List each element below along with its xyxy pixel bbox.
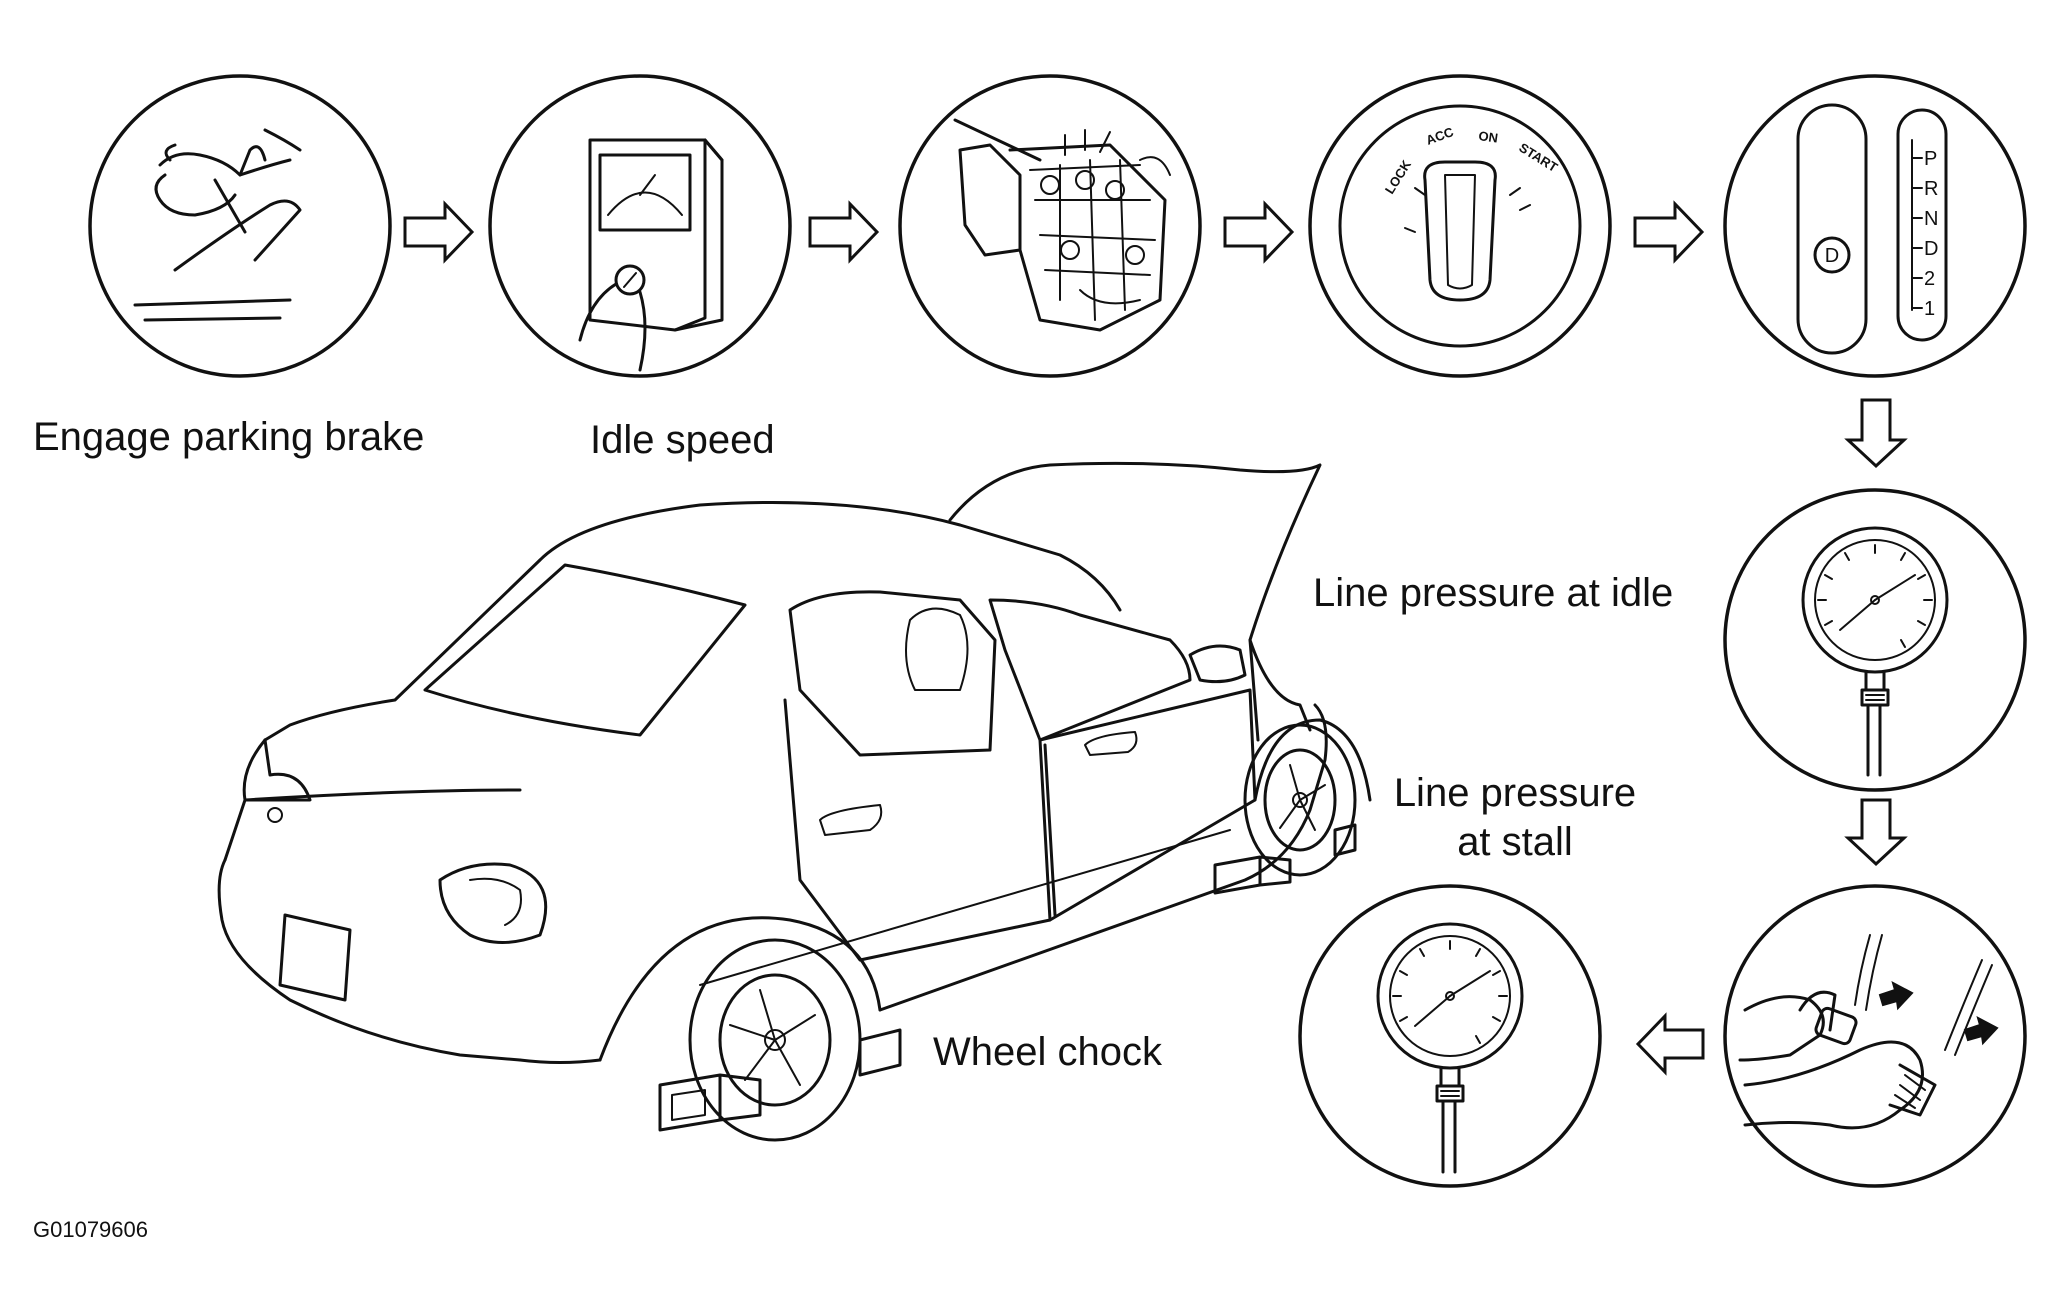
tachometer-icon (578, 138, 724, 372)
gear-position-d: D (1924, 238, 1938, 260)
label-line-pressure-stall-1: Line pressure (1394, 771, 1636, 815)
transmission-valve-body-icon (953, 118, 1171, 332)
foot-on-pedals-icon (1738, 934, 1999, 1130)
stall-pressure-circle (1298, 884, 1602, 1188)
label-idle-speed: Idle speed (590, 418, 775, 462)
rear-wheel-arch (598, 916, 882, 1062)
transmission-circle (898, 74, 1202, 378)
selected-gear-letter: D (1825, 245, 1839, 267)
arrow-right-4 (1633, 200, 1705, 264)
rear-door-handle (819, 804, 883, 836)
front-door-handle (1084, 731, 1138, 756)
idle-pressure-step (1723, 488, 2027, 792)
ignition-on-label: ON (1478, 128, 1499, 146)
pedals-circle (1723, 884, 2027, 1188)
headrest (905, 607, 969, 691)
rear-wheel-chock (658, 1073, 762, 1132)
arrow-right-3 (1223, 200, 1295, 264)
idle-pressure-circle (1723, 488, 2027, 792)
gear-selector-step: D P R N D 2 1 (1723, 74, 2027, 378)
arrow-down-1 (1844, 398, 1908, 469)
label-line-pressure-stall-2: at stall (1457, 820, 1573, 864)
stall-pressure-step (1298, 884, 1602, 1188)
gear-position-r: R (1924, 178, 1938, 200)
arrow-down-2 (1844, 798, 1908, 867)
label-line-pressure-idle: Line pressure at idle (1313, 571, 1673, 615)
selected-gear-indicator (1813, 236, 1851, 274)
arrow-right-1 (403, 200, 475, 264)
shift-lever-slot (1796, 103, 1868, 355)
gear-position-p: P (1924, 148, 1937, 170)
taillight (438, 862, 548, 944)
pressure-gauge-icon (1801, 526, 1949, 777)
figure-code: G01079606 (33, 1217, 148, 1242)
ignition-key-icon (1423, 160, 1497, 302)
throttle-push-arrow-icon (1963, 1016, 1999, 1046)
raised-hood (948, 461, 1322, 742)
idle-speed-circle (488, 74, 792, 378)
gear-position-list: P R N D 2 1 (1911, 148, 1938, 320)
ignition-step: LOCK ACC ON START (1308, 74, 1612, 378)
gear-position-strip (1896, 108, 1948, 342)
gear-position-1: 1 (1924, 298, 1935, 320)
rear-window (423, 563, 747, 737)
rear-side-window (788, 590, 997, 757)
transmission-step (898, 74, 1202, 378)
label-engage-parking-brake: Engage parking brake (33, 415, 424, 459)
license-plate (278, 913, 352, 1002)
brake-push-arrow-icon (1878, 981, 1914, 1011)
ignition-switch-bezel (1338, 104, 1582, 348)
label-wheel-chock: Wheel chock (933, 1030, 1163, 1074)
trunk-lock-icon (267, 807, 283, 823)
parking-brake-step (88, 74, 392, 378)
hand-on-brake-icon (133, 128, 302, 322)
stall-pedals-step (1723, 884, 2027, 1188)
sedan-car-illustration (217, 461, 1372, 1142)
front-side-window (988, 598, 1192, 742)
front-tire (1243, 723, 1357, 877)
side-mirror (1188, 644, 1247, 684)
front-wheel-chock (1213, 855, 1292, 895)
gear-position-2: 2 (1924, 268, 1935, 290)
arrow-right-2 (808, 200, 880, 264)
arrow-left-1 (1635, 1012, 1705, 1076)
ignition-circle (1308, 74, 1612, 378)
gear-selector-circle (1723, 74, 2027, 378)
idle-speed-step (488, 74, 792, 378)
pressure-gauge-icon (1376, 922, 1524, 1174)
gear-position-n: N (1924, 208, 1938, 230)
